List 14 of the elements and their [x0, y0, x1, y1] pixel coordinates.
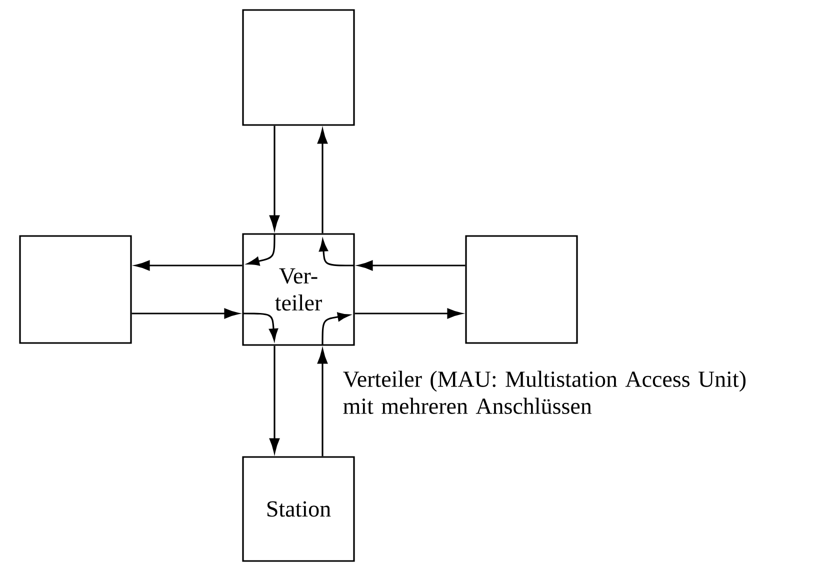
arrow: [132, 308, 239, 319]
arrow: [317, 349, 328, 456]
station-box: Station: [242, 456, 355, 562]
arrow: [354, 308, 462, 319]
arrow: [358, 260, 466, 271]
note-text: Verteiler (MAU: Multistation Access Unit) mit mehreren Anschlüssen: [343, 370, 746, 414]
arrow: [269, 126, 280, 230]
arrow: [269, 346, 280, 453]
box: [465, 235, 578, 344]
arrow: [317, 129, 328, 234]
box: [19, 235, 132, 344]
arrow: [135, 260, 242, 271]
box: [242, 9, 355, 126]
distributor-box: Ver- teiler: [242, 233, 355, 346]
